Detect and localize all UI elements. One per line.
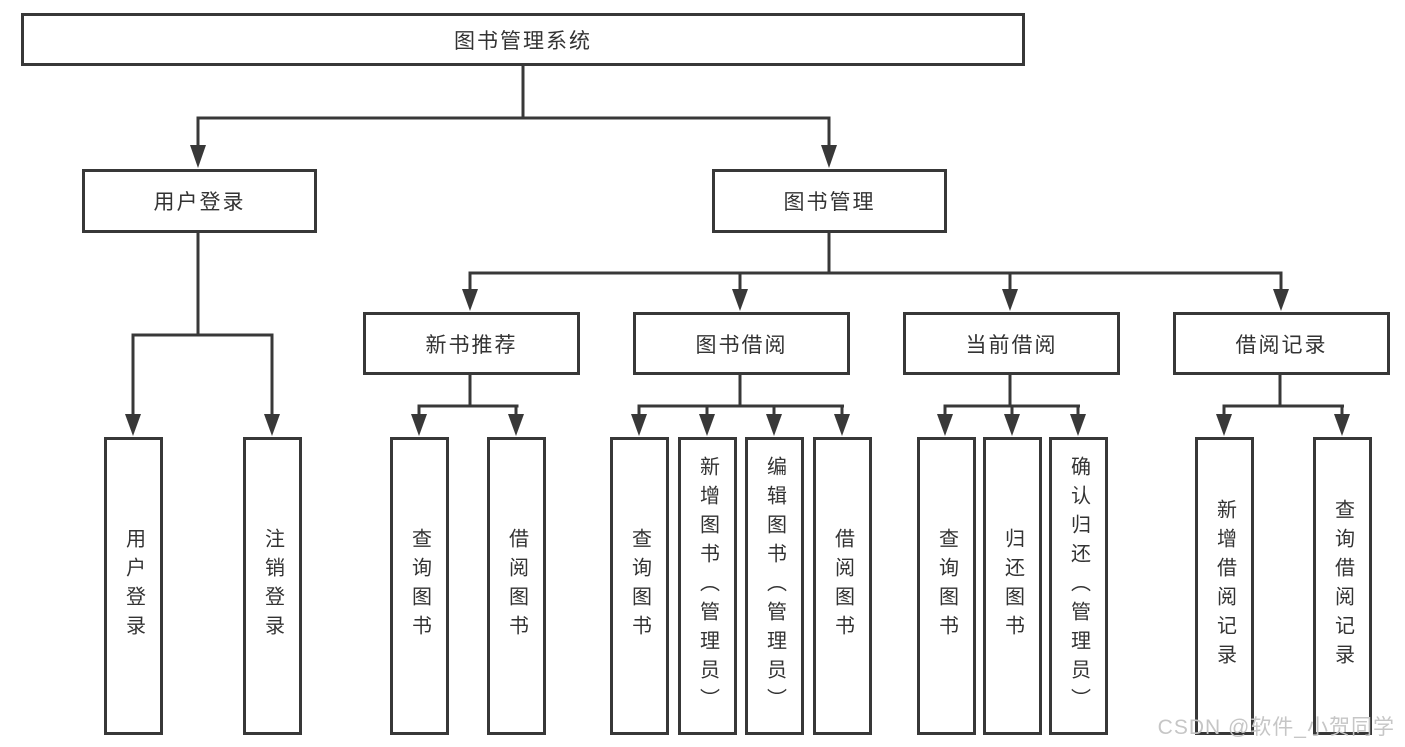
leaf-return-books: 归还图书 [983,437,1042,735]
node-borrow-records: 借阅记录 [1173,312,1390,375]
leaf-borrow-books-recommend: 借阅图书 [487,437,546,735]
leaf-edit-books-admin: 编辑图书（管理员） [745,437,804,735]
node-library-management-system: 图书管理系统 [21,13,1025,66]
leaf-add-borrow-record: 新增借阅记录 [1195,437,1254,735]
leaf-add-books-admin: 新增图书（管理员） [678,437,737,735]
node-user-login: 用户登录 [82,169,317,233]
leaf-query-books-borrow: 查询图书 [610,437,669,735]
leaf-user-login: 用户登录 [104,437,163,735]
leaf-query-books-current: 查询图书 [917,437,976,735]
node-new-book-recommend: 新书推荐 [363,312,580,375]
node-book-management: 图书管理 [712,169,947,233]
csdn-watermark: CSDN @软件_小贺同学 [1157,716,1395,739]
leaf-query-books-recommend: 查询图书 [390,437,449,735]
leaf-borrow-books: 借阅图书 [813,437,872,735]
leaf-query-borrow-record: 查询借阅记录 [1313,437,1372,735]
node-current-borrow: 当前借阅 [903,312,1120,375]
leaf-logout: 注销登录 [243,437,302,735]
node-book-borrow: 图书借阅 [633,312,850,375]
leaf-confirm-return-admin: 确认归还（管理员） [1049,437,1108,735]
